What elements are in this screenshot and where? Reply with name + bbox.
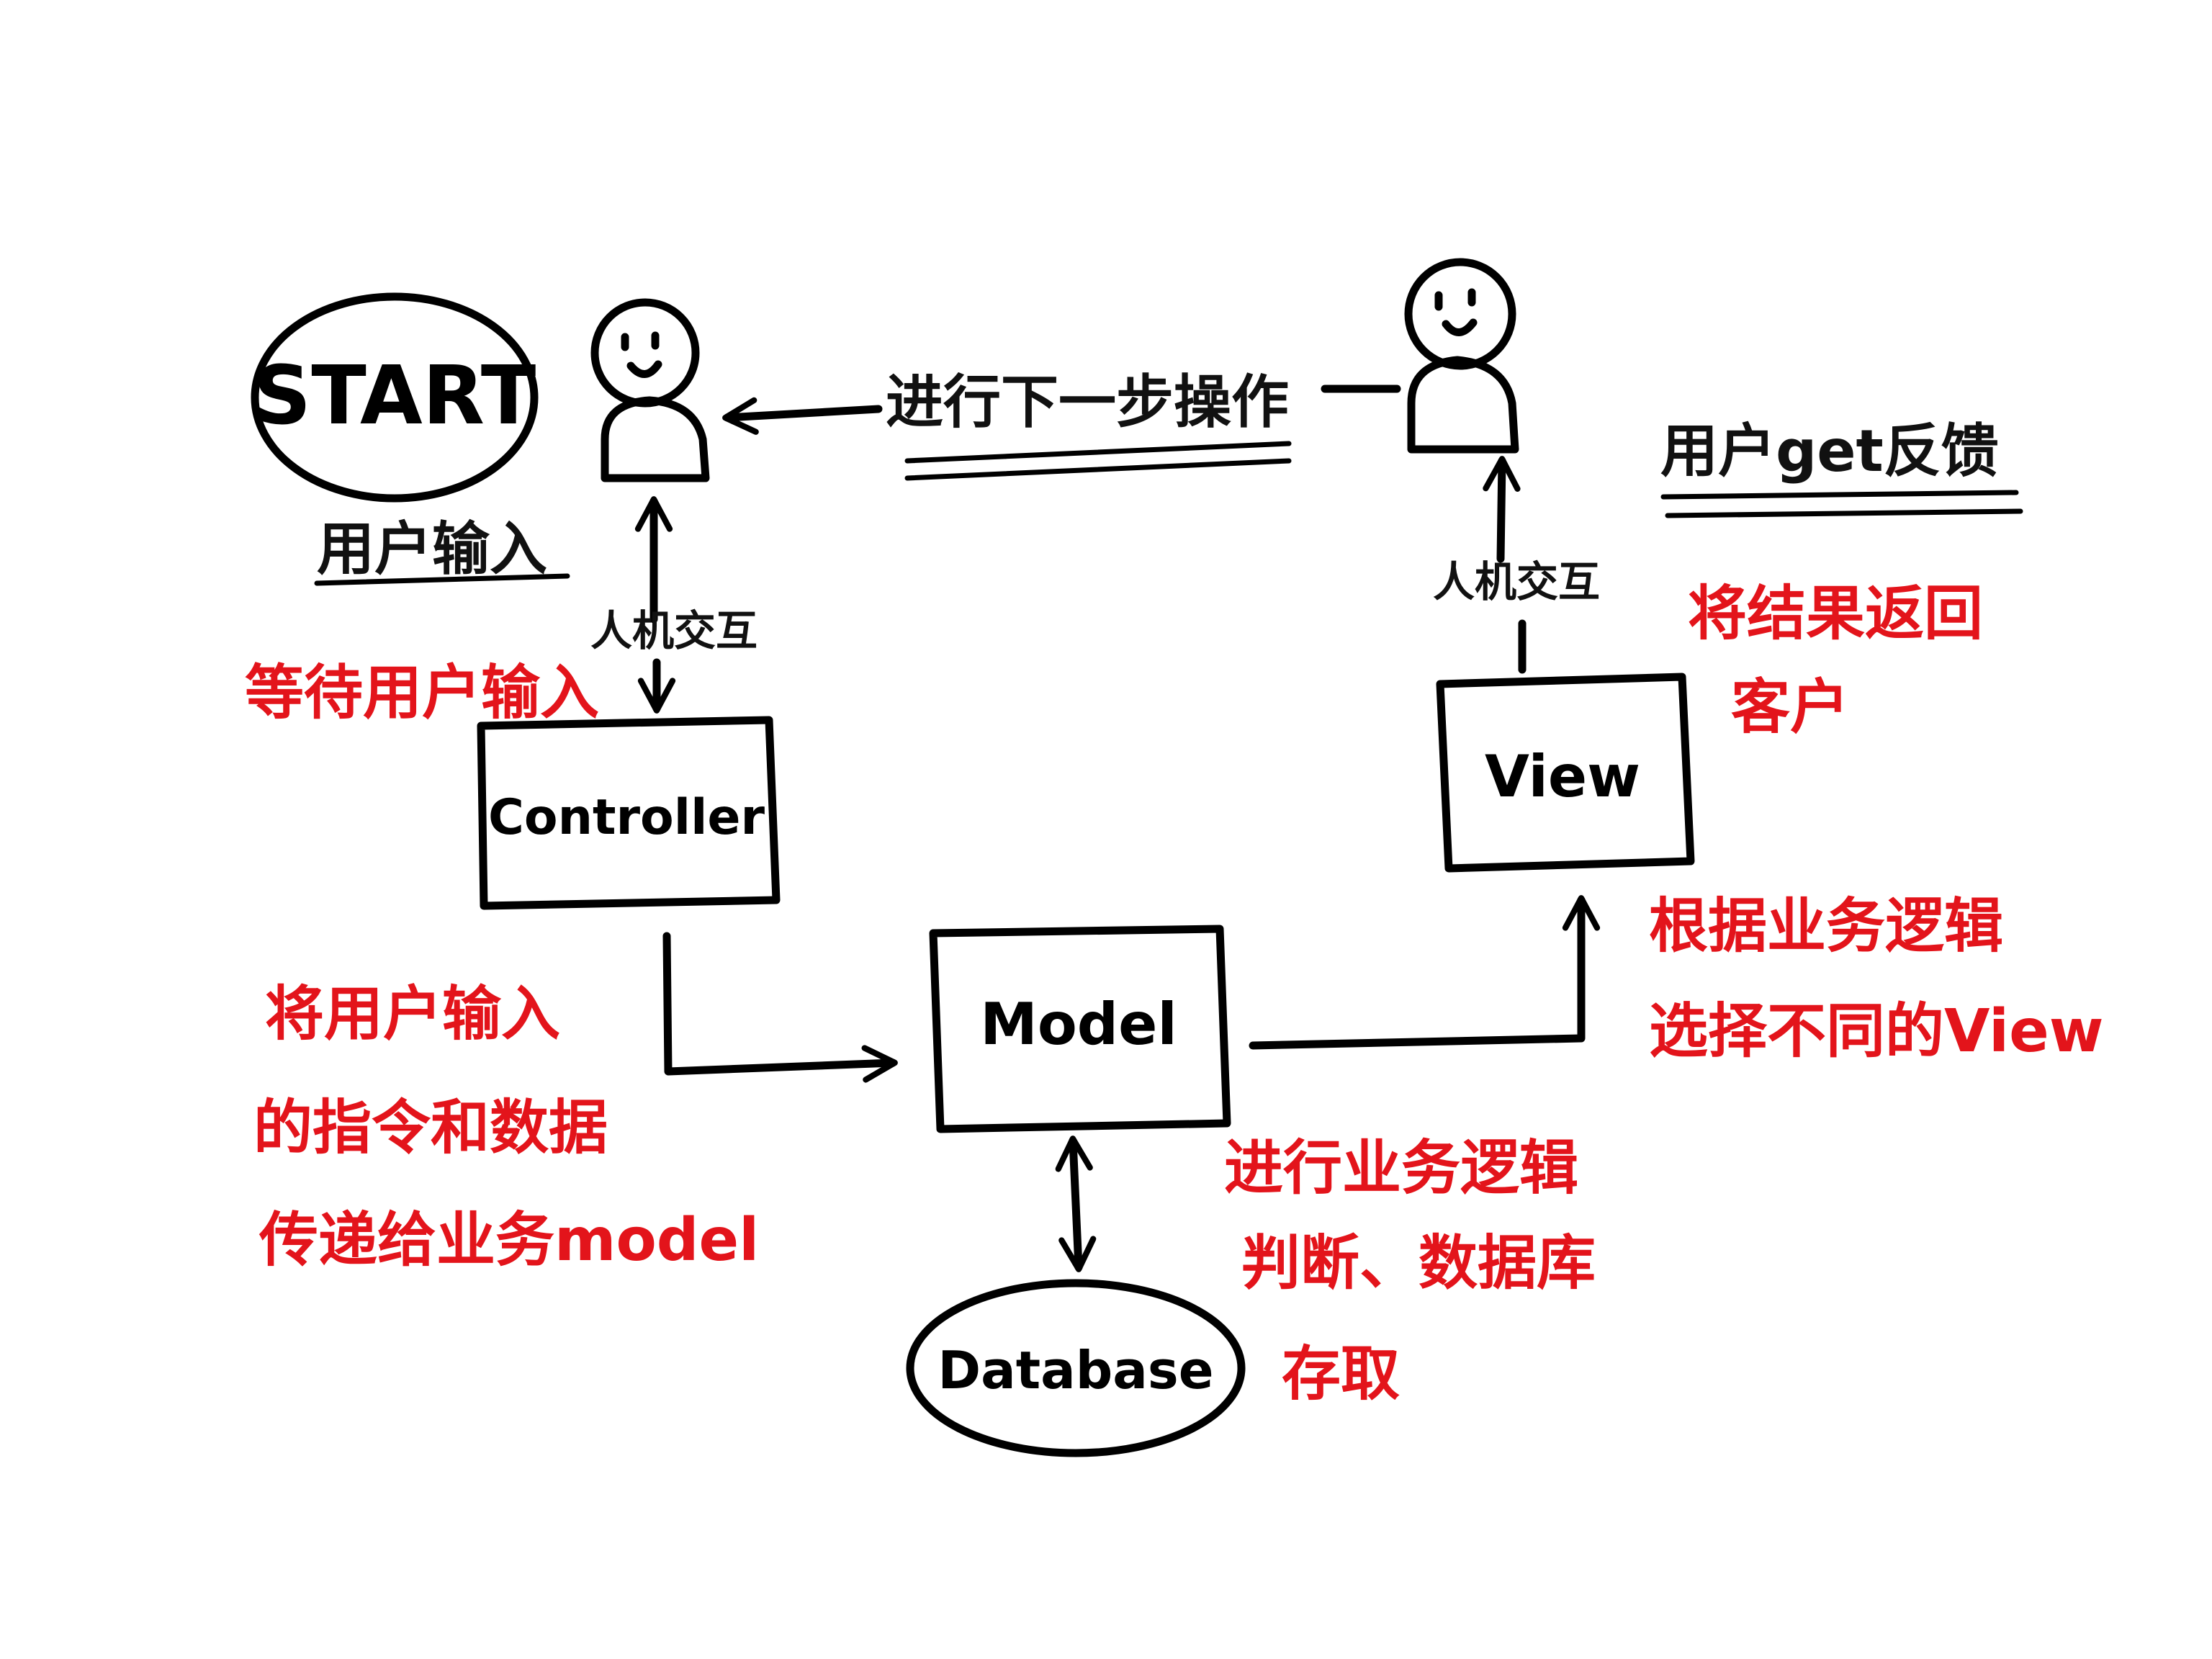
model-node: Model <box>929 925 1231 1133</box>
hci-right-label: 人机交互 <box>1433 557 1600 606</box>
user-get-feedback-label: 用户get反馈 <box>1660 418 1999 485</box>
pass-to-model-note: 将用户输入 的指令和数据 传递给业务model <box>253 980 759 1274</box>
next-step-arrow: 进行下一步操作 <box>722 369 1401 481</box>
wait-input-note: 等待用户输入 <box>245 659 599 727</box>
database-label: Database <box>938 1340 1213 1401</box>
next-step-label: 进行下一步操作 <box>886 369 1289 436</box>
hci-left-arrow: 人机交互 <box>590 496 757 714</box>
hci-right-arrow: 人机交互 <box>1433 456 1600 674</box>
controller-to-model-arrow <box>662 932 898 1083</box>
controller-label: Controller <box>488 789 765 846</box>
show-result-note: 将结果返回 客户 <box>1688 580 1983 742</box>
controller-node: Controller <box>477 716 781 910</box>
svg-text:选择不同的View: 选择不同的View <box>1649 997 2104 1066</box>
user-input-label-group: 用户输入 <box>314 516 570 586</box>
model-label: Model <box>980 991 1177 1058</box>
start-node: START <box>251 292 539 503</box>
user-get-feedback-group: 用户get反馈 <box>1660 418 2023 518</box>
database-node: Database <box>906 1279 1246 1457</box>
user-input-label: 用户输入 <box>317 516 547 583</box>
svg-text:客户: 客户 <box>1731 673 1849 742</box>
start-label: START <box>253 349 536 443</box>
svg-text:的指令和数据: 的指令和数据 <box>253 1094 608 1162</box>
svg-text:判断、数据库: 判断、数据库 <box>1241 1229 1596 1298</box>
model-database-arrow <box>1055 1136 1097 1272</box>
user-figure-right-icon <box>1404 258 1519 454</box>
svg-text:传递给业务model: 传递给业务model <box>258 1206 759 1274</box>
model-to-view-arrow <box>1249 895 1601 1050</box>
user-figure-left-icon <box>590 298 710 482</box>
view-node: View <box>1436 673 1695 873</box>
svg-text:进行业务逻辑: 进行业务逻辑 <box>1224 1134 1578 1202</box>
hci-left-label: 人机交互 <box>590 606 757 655</box>
svg-text:将结果返回: 将结果返回 <box>1688 580 1983 648</box>
select-view-note: 根据业务逻辑 选择不同的View <box>1649 892 2104 1066</box>
svg-text:将用户输入: 将用户输入 <box>265 980 560 1048</box>
view-label: View <box>1485 743 1640 810</box>
business-logic-note: 进行业务逻辑 判断、数据库 存取 <box>1224 1134 1596 1408</box>
svg-text:存取: 存取 <box>1282 1340 1400 1408</box>
svg-text:根据业务逻辑: 根据业务逻辑 <box>1649 892 2003 961</box>
